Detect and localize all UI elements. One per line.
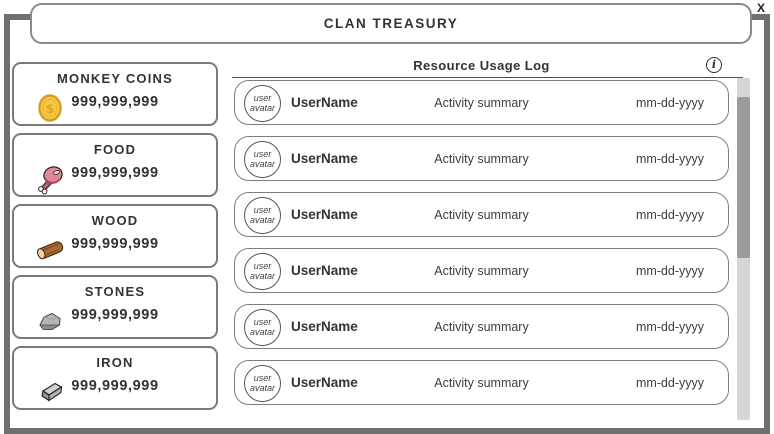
log-row: user avatar Activity summary UserName mm… xyxy=(234,80,729,125)
log-panel-title: Resource Usage Log xyxy=(413,58,550,73)
avatar-label-line2: avatar xyxy=(249,270,275,281)
resource-amount: 999,999,999 xyxy=(71,165,159,181)
log-row: user avatar Activity summary UserName mm… xyxy=(234,304,729,349)
resource-name: WOOD xyxy=(91,213,139,228)
username: UserName xyxy=(291,95,358,110)
log-title-divider xyxy=(232,77,743,78)
activity-summary: Activity summary xyxy=(434,207,529,222)
avatar-label-line1: user xyxy=(253,372,272,383)
window-title: CLAN TREASURY xyxy=(323,16,459,31)
log-date: mm-dd-yyyy xyxy=(635,151,704,166)
avatar-label-line1: user xyxy=(253,204,272,215)
resource-card-iron: IRON 999,999,999 xyxy=(12,346,218,410)
resource-card-food: FOOD 999,999,999 xyxy=(12,133,218,197)
log-rows: user avatar Activity summary UserName mm… xyxy=(234,80,729,416)
log-row: user avatar Activity summary UserName mm… xyxy=(234,248,729,293)
log-date: mm-dd-yyyy xyxy=(635,95,704,110)
user-avatar: user avatar xyxy=(244,141,281,178)
avatar-label-line1: user xyxy=(253,148,272,159)
avatar-label-line1: user xyxy=(253,92,272,103)
iron-ingot-icon xyxy=(34,376,68,408)
stone-icon xyxy=(34,305,68,337)
avatar-label-line1: user xyxy=(253,260,272,271)
log-date: mm-dd-yyyy xyxy=(635,207,704,222)
log-scrollbar-thumb[interactable] xyxy=(737,97,750,258)
avatar-label-line2: avatar xyxy=(249,214,275,225)
resource-amount: 999,999,999 xyxy=(71,94,159,110)
resource-card-monkey-coins: MONKEY COINS 999,999,999 $ xyxy=(12,62,218,126)
log-icon xyxy=(34,234,68,266)
resource-name: FOOD xyxy=(93,142,137,157)
log-row: user avatar Activity summary UserName mm… xyxy=(234,192,729,237)
resource-amount: 999,999,999 xyxy=(71,378,159,394)
log-date: mm-dd-yyyy xyxy=(635,263,704,278)
user-avatar: user avatar xyxy=(244,253,281,290)
avatar-label-line2: avatar xyxy=(249,158,275,169)
log-scrollbar-track[interactable] xyxy=(737,78,750,420)
avatar-label-line2: avatar xyxy=(249,326,275,337)
title-bar: CLAN TREASURY xyxy=(30,3,752,44)
activity-summary: Activity summary xyxy=(434,151,529,166)
coin-icon: $ xyxy=(34,92,68,124)
activity-summary: Activity summary xyxy=(434,263,529,278)
avatar-label-line1: user xyxy=(253,316,272,327)
avatar-label-line2: avatar xyxy=(249,382,275,393)
log-row: user avatar Activity summary UserName mm… xyxy=(234,360,729,405)
info-icon[interactable]: i xyxy=(706,57,722,73)
resource-name: STONES xyxy=(84,284,146,299)
activity-summary: Activity summary xyxy=(434,319,529,334)
resource-name: MONKEY COINS xyxy=(56,71,173,86)
activity-summary: Activity summary xyxy=(434,95,529,110)
username: UserName xyxy=(291,375,358,390)
user-avatar: user avatar xyxy=(244,85,281,122)
log-date: mm-dd-yyyy xyxy=(635,375,704,390)
resource-name: IRON xyxy=(96,355,134,370)
resource-amount: 999,999,999 xyxy=(71,236,159,252)
resource-card-wood: WOOD 999,999,999 xyxy=(12,204,218,268)
username: UserName xyxy=(291,263,358,278)
username: UserName xyxy=(291,207,358,222)
log-row: user avatar Activity summary UserName mm… xyxy=(234,136,729,181)
username: UserName xyxy=(291,319,358,334)
user-avatar: user avatar xyxy=(244,197,281,234)
resource-panel: MONKEY COINS 999,999,999 $ FOOD 999,999,… xyxy=(12,62,218,417)
meat-icon xyxy=(34,163,68,195)
user-avatar: user avatar xyxy=(244,309,281,346)
resource-amount: 999,999,999 xyxy=(71,307,159,323)
resource-card-stones: STONES 999,999,999 xyxy=(12,275,218,339)
user-avatar: user avatar xyxy=(244,365,281,402)
username: UserName xyxy=(291,151,358,166)
log-date: mm-dd-yyyy xyxy=(635,319,704,334)
close-button[interactable]: X xyxy=(756,1,765,15)
svg-text:$: $ xyxy=(45,102,54,117)
avatar-label-line2: avatar xyxy=(249,102,275,113)
activity-summary: Activity summary xyxy=(434,375,529,390)
